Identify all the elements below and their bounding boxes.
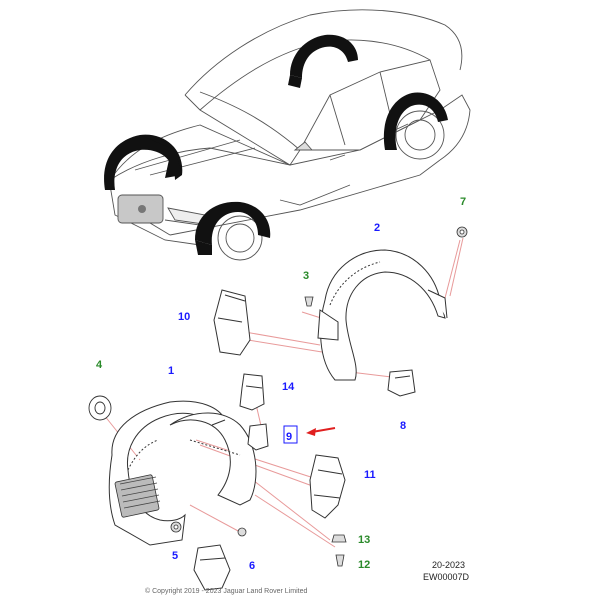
part-13-nut (331, 534, 347, 543)
part-4-grommet (88, 395, 112, 421)
callout-10: 10 (178, 311, 190, 323)
part-7-clip (456, 226, 468, 238)
fastener-near-part-6 (237, 527, 247, 537)
copyright-notice: © Copyright 2019 - 2023 Jaguar Land Rove… (145, 588, 308, 595)
car-illustration (109, 9, 471, 261)
callout-1: 1 (168, 365, 174, 377)
callout-9-box (283, 425, 298, 444)
callout-8: 8 (400, 420, 406, 432)
reference-number: 20-2023 (432, 560, 466, 570)
part-3-screw (304, 296, 314, 307)
callout-labels: 1 2 3 4 5 6 7 8 9 10 11 12 13 14 (96, 196, 466, 572)
car-arch-liners (104, 34, 448, 255)
indicator-arrow (306, 427, 336, 436)
callout-11: 11 (364, 469, 376, 481)
part-8-bracket (387, 369, 416, 397)
part-6-shield (193, 544, 231, 591)
callout-12: 12 (358, 559, 370, 571)
part-9-clip (247, 423, 269, 451)
part-12-screw (335, 554, 345, 567)
callout-5: 5 (172, 550, 178, 562)
callout-3: 3 (303, 270, 309, 282)
part-14-bracket (239, 373, 265, 411)
callout-7: 7 (460, 196, 466, 208)
callout-14: 14 (282, 381, 295, 393)
callout-13: 13 (358, 534, 370, 546)
part-10-bracket (213, 289, 251, 356)
part-2-rear-liner (317, 249, 448, 381)
part-1-grille-vent (114, 474, 161, 518)
callout-6: 6 (249, 560, 255, 572)
callout-4: 4 (96, 359, 103, 371)
drawing-code: EW00007D (423, 572, 470, 582)
part-11-bracket (309, 454, 346, 519)
part-1-front-liner (108, 400, 257, 546)
callout-2: 2 (374, 222, 380, 234)
part-5-clip (170, 521, 182, 533)
callout-9: 9 (286, 431, 292, 443)
